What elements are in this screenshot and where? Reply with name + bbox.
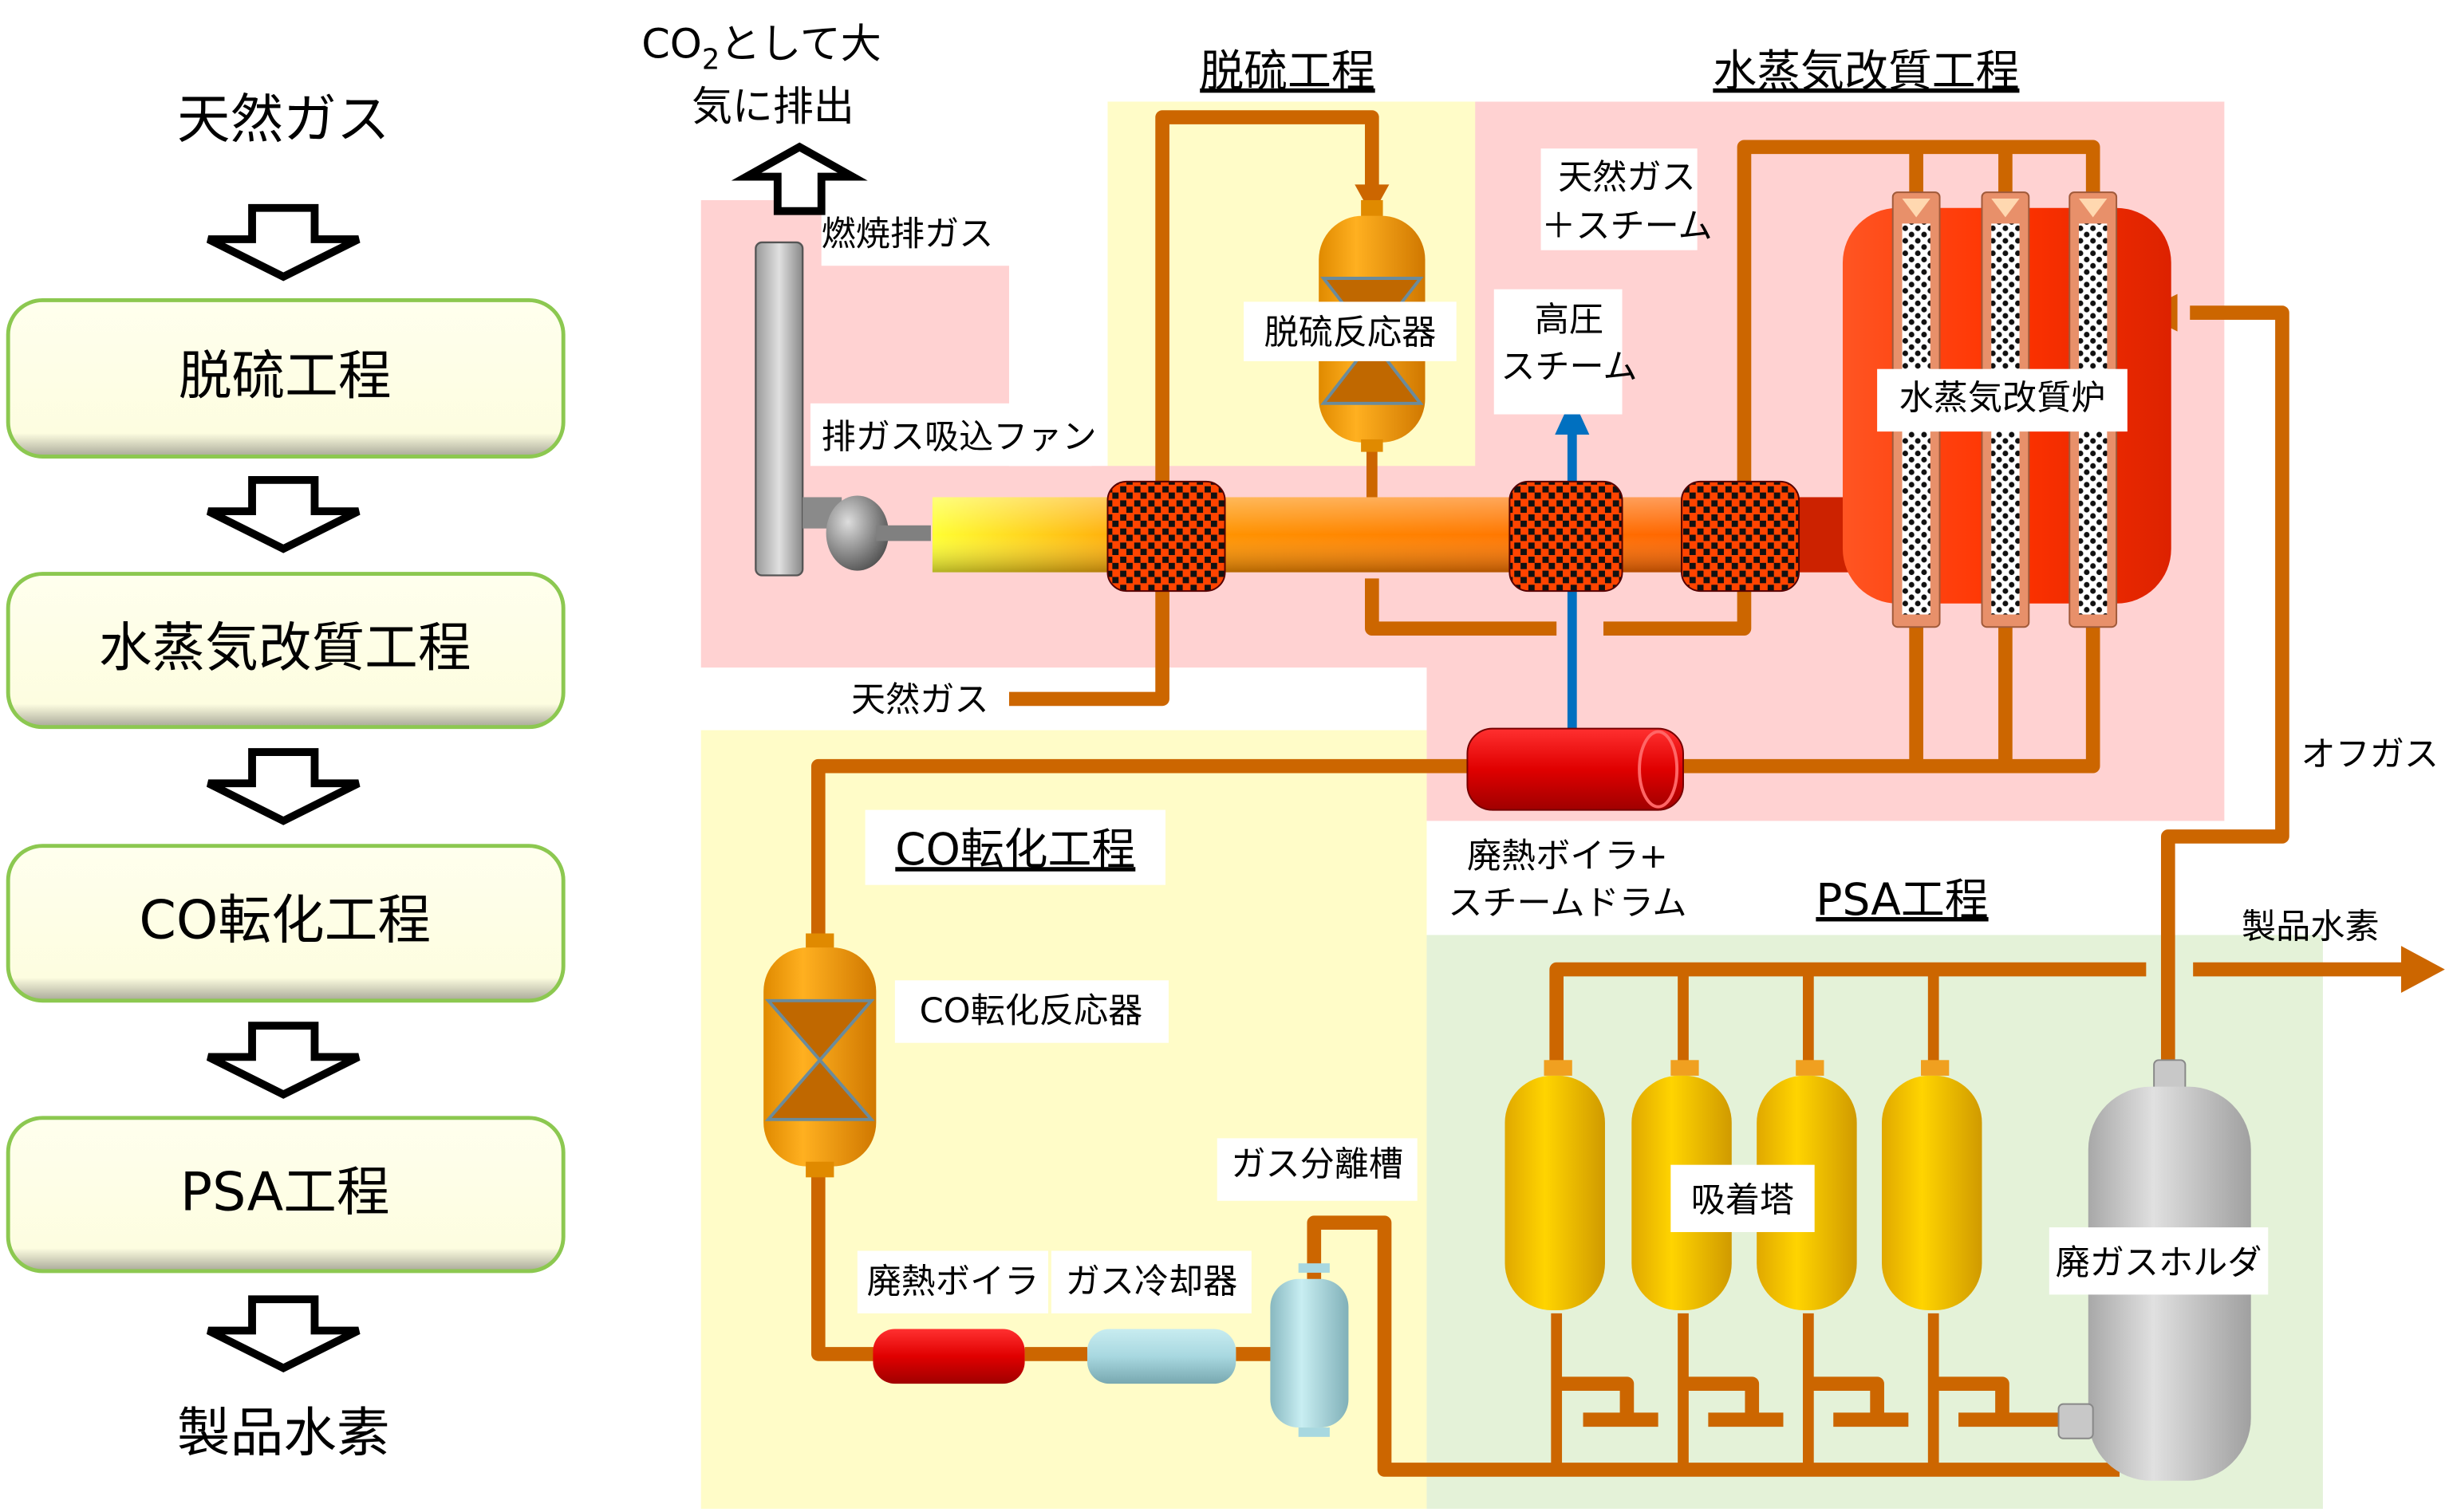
label-waste-heat-boiler-drum-line1: 廃熱ボイラ+ bbox=[1467, 837, 1668, 876]
steam-arrow-icon bbox=[1555, 396, 1590, 435]
flow-step-label: PSA工程 bbox=[180, 1161, 390, 1223]
left-process-flow: 天然ガス 脱硫工程 水蒸気改質工程 CO転化工程 PSA工程 bbox=[6, 89, 566, 1463]
gas-separation-tank bbox=[1270, 1263, 1349, 1437]
waste-heat-boiler-steam-drum bbox=[1466, 727, 1684, 811]
label-waste-heat-boiler: 廃熱ボイラ bbox=[867, 1262, 1039, 1301]
label-hp-steam-line2: スチーム bbox=[1501, 347, 1637, 387]
flow-step-psa: PSA工程 bbox=[6, 1116, 566, 1274]
label-product-hydrogen: 製品水素 bbox=[2242, 907, 2380, 947]
adsorption-tower bbox=[1882, 1060, 1982, 1311]
flow-step-label: 脱硫工程 bbox=[179, 345, 392, 407]
label-ng-steam-line2: ＋スチーム bbox=[1541, 207, 1712, 246]
adsorption-tower bbox=[1505, 1060, 1605, 1311]
section-title-psa: PSA工程 bbox=[1816, 874, 1988, 925]
label-hp-steam-line1: 高圧 bbox=[1535, 301, 1603, 341]
exhaust-stack bbox=[755, 241, 842, 577]
exhaust-caption: CO2として大 気に排出 bbox=[641, 22, 881, 131]
label-desulfurization-reactor: 脱硫反応器 bbox=[1264, 313, 1437, 352]
label-gas-cooler: ガス冷却器 bbox=[1066, 1262, 1238, 1301]
label-off-gas: オフガス bbox=[2301, 735, 2439, 775]
gas-cooler bbox=[1087, 1329, 1236, 1384]
heat-exchanger-coil bbox=[1681, 480, 1800, 593]
exhaust-line2: 気に排出 bbox=[692, 84, 854, 131]
label-co-shift-reactor: CO転化反応器 bbox=[920, 991, 1143, 1031]
label-steam-reformer: 水蒸気改質炉 bbox=[1899, 379, 2106, 419]
label-ng-steam-line1: 天然ガス bbox=[1558, 158, 1695, 198]
flow-step-steam-reforming: 水蒸気改質工程 bbox=[6, 572, 566, 730]
label-gas-separation-tank: ガス分離槽 bbox=[1231, 1144, 1403, 1184]
label-flue-gas: 燃焼排ガス bbox=[822, 215, 994, 254]
exhaust-fan bbox=[826, 495, 931, 571]
exhaust-line1: CO2として大 bbox=[641, 22, 881, 77]
flow-step-desulfurization: 脱硫工程 bbox=[6, 297, 566, 459]
heat-exchanger-coil bbox=[1508, 480, 1623, 593]
label-adsorption-tower: 吸着塔 bbox=[1691, 1180, 1794, 1220]
down-arrow-icon bbox=[206, 1295, 361, 1373]
down-arrow-icon bbox=[206, 203, 361, 282]
flow-step-co-shift: CO転化工程 bbox=[6, 844, 566, 1003]
label-waste-heat-boiler-drum-line2: スチームドラム bbox=[1448, 884, 1686, 923]
waste-heat-boiler bbox=[873, 1329, 1025, 1384]
exhaust-up-arrow-icon bbox=[731, 142, 868, 215]
flow-end-product-hydrogen: 製品水素 bbox=[177, 1401, 390, 1463]
label-waste-gas-holder: 廃ガスホルダ bbox=[2056, 1243, 2262, 1283]
process-piping bbox=[810, 110, 2445, 1477]
section-title-steam-reforming: 水蒸気改質工程 bbox=[1713, 45, 2019, 96]
down-arrow-icon bbox=[206, 748, 361, 825]
section-title-co-shift: CO転化工程 bbox=[895, 824, 1135, 875]
label-exhaust-fan: 排ガス吸込ファン bbox=[822, 418, 1097, 458]
down-arrow-icon bbox=[206, 476, 361, 553]
label-natural-gas-inlet: 天然ガス bbox=[851, 680, 989, 720]
heat-exchanger-coil bbox=[1106, 480, 1226, 593]
co-shift-reactor bbox=[763, 933, 877, 1178]
flow-step-label: 水蒸気改質工程 bbox=[99, 616, 471, 679]
flow-start-natural-gas: 天然ガス bbox=[177, 89, 390, 151]
down-arrow-icon bbox=[206, 1022, 361, 1099]
flow-step-label: CO転化工程 bbox=[139, 888, 431, 951]
section-title-desulfurization: 脱硫工程 bbox=[1200, 45, 1375, 96]
